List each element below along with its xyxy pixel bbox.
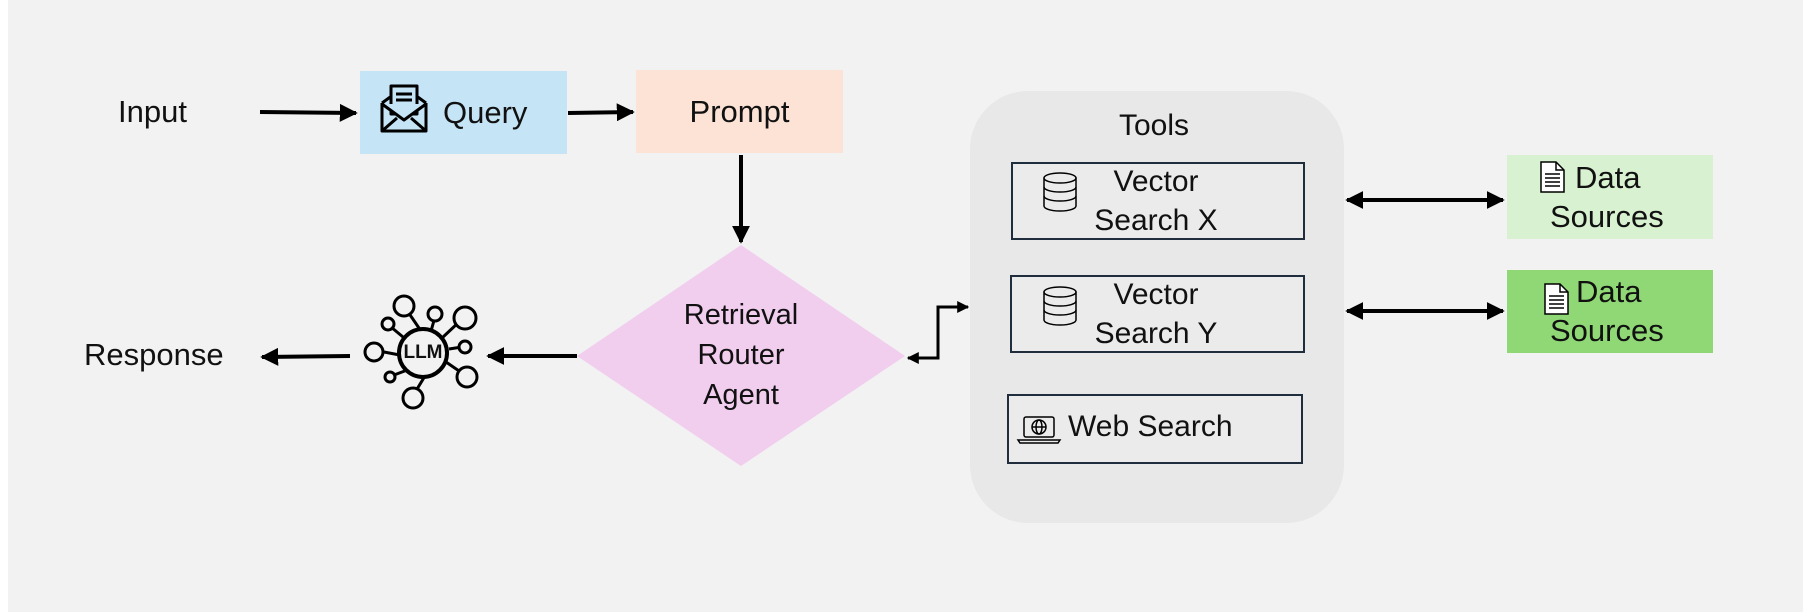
arrow-llm-to-response	[260, 347, 351, 366]
web-search-box	[1007, 394, 1303, 464]
arrow-input-to-query	[259, 103, 358, 122]
document-icon	[1540, 161, 1565, 193]
laptop-globe-icon	[1016, 416, 1062, 444]
input-label: Input	[118, 94, 187, 129]
database-icon	[1043, 286, 1077, 326]
tools-title: Tools	[1119, 109, 1190, 142]
vector-search-y-label: Vector Search Y	[1086, 275, 1226, 353]
prompt-label: Prompt	[689, 93, 790, 129]
data-sources-label-1: Data Sources	[1550, 158, 1664, 236]
data-sources-2-line-1: Data	[1576, 274, 1642, 309]
llm-network-icon	[363, 294, 479, 410]
router-line-1: Retrieval	[683, 299, 799, 331]
data-sources-2-line-2: Sources	[1550, 313, 1664, 348]
vector-search-y-line-1: Vector	[1113, 278, 1199, 311]
router-label: Retrieval Router Agent	[661, 295, 821, 415]
vector-search-x-line-2: Search X	[1094, 204, 1218, 237]
vector-search-x-line-1: Vector	[1113, 165, 1199, 198]
data-sources-1-line-1: Data	[1575, 160, 1641, 195]
router-line-2: Router	[697, 339, 785, 371]
router-diamond	[577, 245, 905, 466]
query-label: Query	[443, 95, 528, 130]
document-icon	[1544, 283, 1569, 315]
vector-search-x-label: Vector Search X	[1086, 162, 1226, 240]
prompt-box: Prompt	[636, 70, 843, 153]
web-search-label: Web Search	[1068, 410, 1233, 443]
envelope-icon	[380, 84, 428, 133]
data-sources-1-line-2: Sources	[1550, 199, 1664, 234]
database-icon	[1043, 172, 1077, 212]
vector-search-y-line-2: Search Y	[1094, 317, 1218, 350]
data-sources-label-2: Data Sources	[1550, 272, 1664, 350]
arrow-router-tools-bidirectional	[906, 301, 970, 364]
router-line-3: Agent	[703, 379, 779, 411]
arrow-query-to-prompt	[567, 103, 635, 122]
data-sources-box-2	[1507, 270, 1713, 353]
response-label: Response	[84, 337, 224, 372]
llm-label: LLM	[403, 342, 443, 363]
